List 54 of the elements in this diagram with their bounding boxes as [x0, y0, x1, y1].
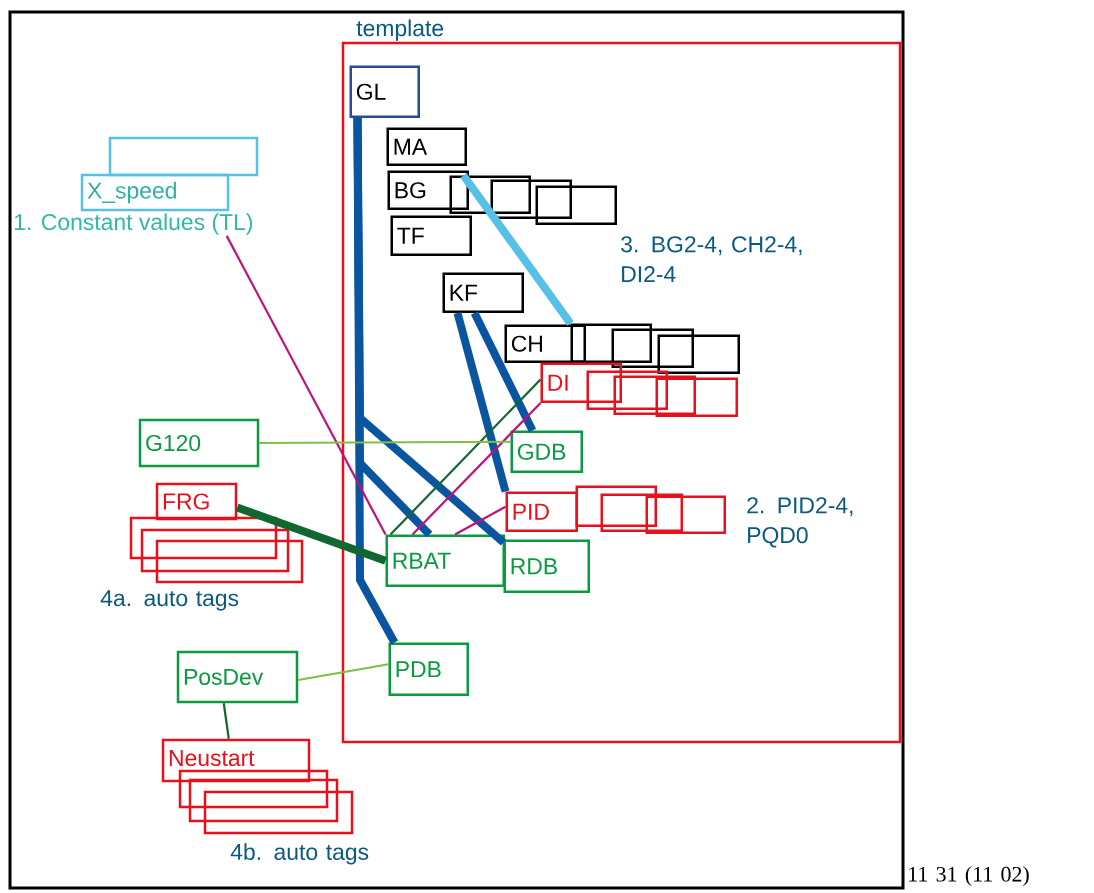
- empty-tag-box: [645, 495, 726, 534]
- tag-box: G120: [138, 418, 260, 468]
- empty-tag-box: [155, 539, 304, 584]
- connector-line: [222, 703, 230, 739]
- empty-tag-box: [490, 179, 572, 219]
- tag-box: KF: [442, 272, 524, 313]
- connector-line: [411, 402, 542, 536]
- empty-tag-box: [613, 375, 696, 415]
- tag-box: BG: [387, 170, 469, 210]
- note-text: 2. PID2-4, PQD0: [747, 497, 853, 548]
- empty-tag-box: [575, 485, 657, 527]
- note-text: 3. BG2-4, CH2-4, DI2-4: [621, 236, 802, 283]
- empty-tag-box: [657, 334, 740, 374]
- tag-box: PID: [505, 491, 578, 532]
- tag-box: FRG: [155, 482, 238, 521]
- connector-line: [225, 235, 387, 535]
- tag-box: GL: [349, 65, 420, 118]
- tag-box: MA: [386, 127, 467, 166]
- empty-tag-box: [203, 790, 354, 835]
- empty-tag-box: [188, 778, 339, 823]
- connector-line: [389, 378, 542, 536]
- note-text: 4b. auto tags: [230, 843, 369, 865]
- note-text: 4a. auto tags: [100, 590, 239, 611]
- connector-line: [353, 117, 398, 645]
- empty-tag-box: [535, 185, 617, 225]
- tag-box: RDB: [503, 539, 590, 593]
- tag-box: DI: [540, 362, 622, 403]
- note-text: 11 31 (11 02): [909, 866, 1029, 887]
- connector-line: [259, 440, 511, 445]
- empty-tag-box: [655, 377, 738, 417]
- tag-box: GDB: [510, 430, 583, 473]
- empty-tag-box: [140, 528, 290, 573]
- empty-tag-box: [586, 370, 668, 410]
- tag-box: PosDev: [176, 650, 299, 704]
- connector-line: [298, 663, 389, 682]
- empty-tag-box: [570, 323, 652, 363]
- node-label: template: [356, 19, 444, 41]
- connector-line: [460, 173, 574, 326]
- tag-box: CH: [504, 324, 586, 363]
- empty-tag-box: [600, 493, 683, 532]
- empty-tag-box: [108, 136, 259, 177]
- group-caption: 1. Constant values (TL): [14, 213, 253, 235]
- connector-line: [470, 311, 537, 433]
- empty-tag-box: [178, 769, 329, 809]
- empty-tag-box: [449, 175, 531, 214]
- empty-tag-box: [611, 328, 694, 368]
- connector-line: [235, 503, 387, 565]
- tag-box: PDB: [388, 642, 469, 696]
- tag-box: TF: [390, 215, 472, 256]
- tag-box: X_speed: [80, 173, 230, 212]
- connector-line: [453, 311, 510, 493]
- tag-box: RBAT: [385, 534, 505, 587]
- empty-tag-box: [129, 516, 278, 560]
- tag-box: Neustart: [161, 738, 311, 783]
